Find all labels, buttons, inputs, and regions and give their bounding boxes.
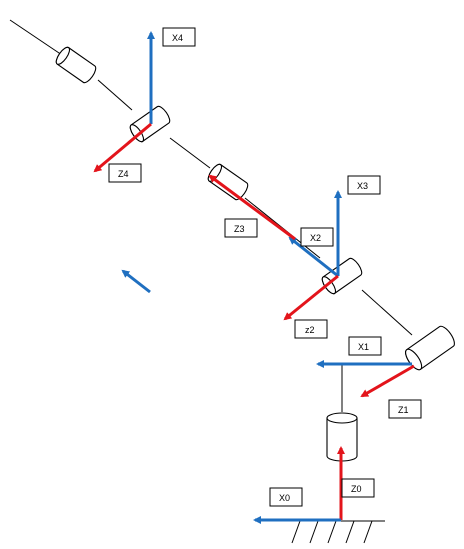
joint-cylinder-2: [321, 257, 363, 295]
joint-cylinder-0: [326, 412, 358, 462]
label-z3: Z3: [224, 218, 258, 238]
label-z4-text: Z4: [118, 169, 129, 179]
label-z1-text: Z1: [398, 405, 409, 415]
link-joint2-to-joint1: [361, 289, 413, 336]
label-x2-text: X2: [310, 233, 321, 243]
label-x1: X1: [348, 336, 382, 356]
label-x4-text: X4: [172, 33, 183, 43]
label-z2: z2: [294, 319, 328, 339]
link-top-end: [9, 19, 63, 56]
label-x2: X2: [300, 227, 334, 247]
link-joint4-to-joint3: [169, 137, 211, 169]
label-x3-text: X3: [357, 181, 368, 191]
label-x0: X0: [269, 487, 303, 507]
stray-blue-arrow: [121, 269, 151, 294]
z3-axis-arrow: [208, 174, 296, 241]
label-x1-text: X1: [358, 342, 369, 352]
joint-cylinder-5: [55, 46, 97, 84]
label-x4: X4: [162, 27, 196, 47]
joint-cylinder-1: [405, 325, 455, 371]
label-z0-text: Z0: [351, 484, 362, 494]
label-z1: Z1: [388, 399, 422, 419]
x2-axis-arrow: [288, 236, 339, 278]
link-joint5-to-joint4: [97, 79, 133, 111]
label-z2-text: z2: [305, 325, 315, 335]
z4-axis-arrow: [93, 122, 152, 173]
z1-axis-arrow: [360, 364, 415, 398]
ground-hatch: [288, 520, 385, 544]
label-z0: Z0: [341, 478, 375, 498]
label-z4: Z4: [108, 163, 142, 183]
label-z3-text: Z3: [234, 224, 245, 234]
joint-cylinder-3: [207, 163, 249, 201]
label-x0-text: X0: [279, 493, 290, 503]
z2-axis-arrow: [283, 274, 339, 321]
label-x3: X3: [347, 175, 381, 195]
